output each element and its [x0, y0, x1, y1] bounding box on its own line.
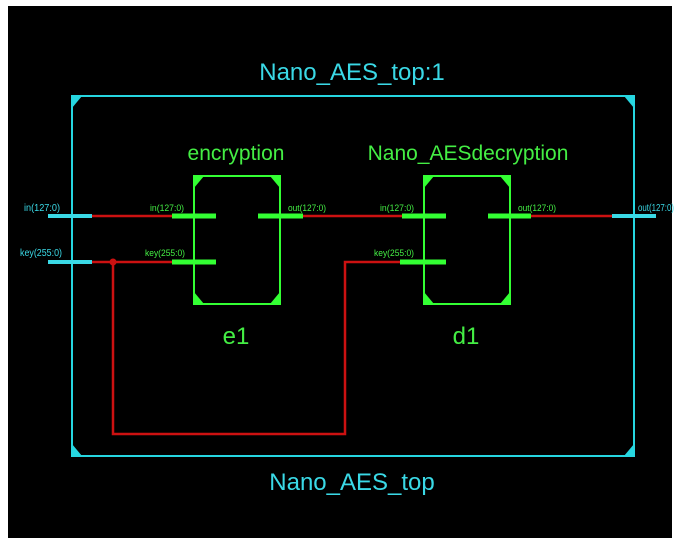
decryption-block[interactable]: Nano_AESdecryption in(127:0) key(255:0) …	[368, 142, 569, 350]
decryption-pin-out-label: out(127:0)	[518, 203, 556, 213]
schematic-background	[8, 6, 672, 538]
encryption-block-title: encryption	[188, 142, 285, 165]
top-module-boundary[interactable]	[71, 95, 635, 457]
corner-marker-br	[624, 444, 634, 456]
encryption-pin-in-label: in(127:0)	[150, 203, 184, 213]
wire-junction-dot	[109, 258, 117, 266]
encryption-pin-key-label: key(255:0)	[145, 248, 185, 258]
wires	[92, 214, 612, 436]
decryption-pin-key-label: key(255:0)	[374, 248, 414, 258]
port-key-label: key(255:0)	[20, 248, 62, 259]
decryption-instance-label: d1	[453, 323, 480, 350]
decryption-pin-in-label: in(127:0)	[380, 203, 414, 213]
port-in-label: in(127:0)	[24, 203, 60, 214]
encryption-block[interactable]: encryption in(127:0) key(255:0) out(127:…	[145, 142, 326, 350]
encryption-pin-out-label: out(127:0)	[288, 203, 326, 213]
top-module-label: Nano_AES_top	[269, 469, 434, 496]
corner-marker-bl	[72, 444, 82, 456]
corner-marker-tr	[624, 96, 634, 108]
port-out-label: out(127:0)	[638, 203, 674, 214]
top-instance-label: Nano_AES_top:1	[259, 59, 444, 86]
wire-key-to-decryption[interactable]	[111, 260, 400, 436]
decryption-block-title: Nano_AESdecryption	[368, 142, 569, 165]
corner-marker-tl	[72, 96, 82, 108]
encryption-instance-label: e1	[223, 323, 250, 350]
